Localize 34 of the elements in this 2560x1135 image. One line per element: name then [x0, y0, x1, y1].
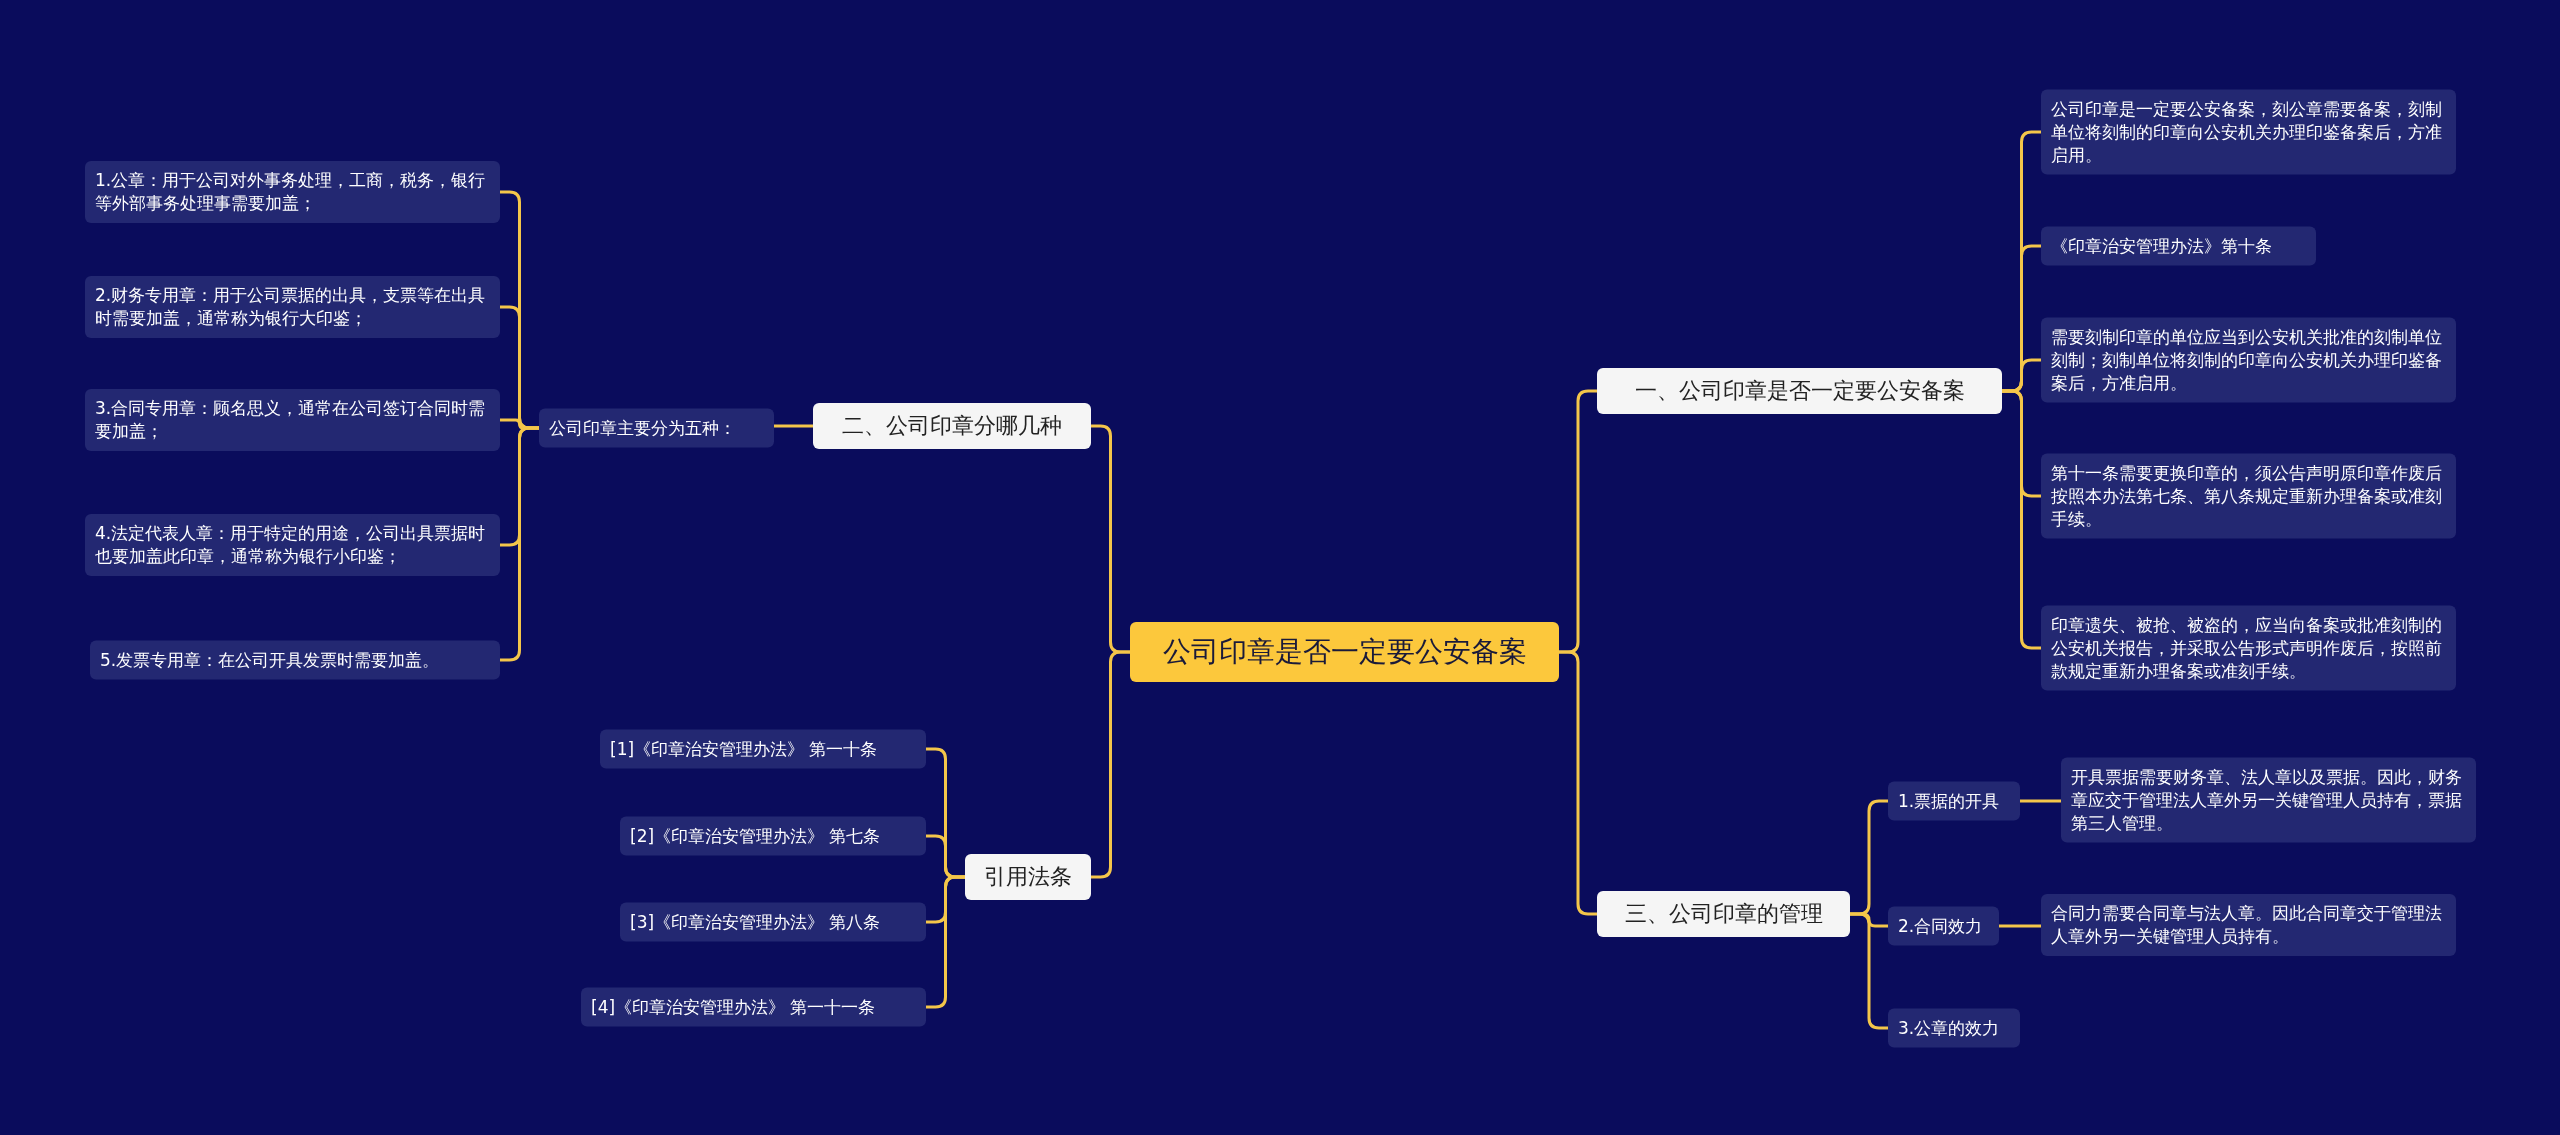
note-box: 3.合同专用章：顾名思义，通常在公司签订合同时需要加盖；: [85, 389, 500, 451]
connector-line: [500, 426, 539, 662]
note-box: 3.公章的效力: [1888, 1008, 2020, 1048]
note-box: 2.财务专用章：用于公司票据的出具，支票等在出具时需要加盖，通常称为银行大印鉴；: [85, 276, 500, 338]
connector-line: [1091, 650, 1130, 879]
connector-line: [2002, 389, 2041, 650]
topic-box: 二、公司印章分哪几种: [813, 403, 1091, 449]
note-box: 公司印章是一定要公安备案，刻公章需要备案，刻制单位将刻制的印章向公安机关办理印鉴备案后，方准启用。: [2041, 89, 2456, 175]
connector-line: [1559, 650, 1597, 916]
note-box: 公司印章主要分为五种：: [539, 408, 774, 448]
note-box: 合同力需要合同章与法人章。因此合同章交于管理法人章外另一关键管理人员持有。: [2041, 894, 2456, 956]
topic-box: 三、公司印章的管理: [1597, 891, 1850, 937]
note-box: 5.发票专用章：在公司开具发票时需要加盖。: [90, 640, 500, 680]
central-topic: 公司印章是否一定要公安备案: [1130, 622, 1559, 682]
connector-line: [1850, 912, 1888, 1030]
note-box: 4.法定代表人章：用于特定的用途，公司出具票据时也要加盖此印章，通常称为银行小印鉴；: [85, 514, 500, 576]
connector-line: [1999, 924, 2041, 928]
note-box: 印章遗失、被抢、被盗的，应当向备案或批准刻制的公安机关报告，并采取公告形式声明作废后，按照前款规定重新办理备案或准刻手续。: [2041, 605, 2456, 691]
topic-box: 一、公司印章是否一定要公安备案: [1597, 368, 2002, 414]
note-box: 1.票据的开具: [1888, 781, 2020, 821]
note-box: 2.合同效力: [1888, 906, 1999, 946]
note-box: 第十一条需要更换印章的，须公告声明原印章作废后按照本办法第七条、第八条规定重新办理备案或准刻手续。: [2041, 453, 2456, 539]
connector-line: [2020, 799, 2061, 803]
note-box: 开具票据需要财务章、法人章以及票据。因此，财务章应交于管理法人章外另一关键管理人员持有，票据第三人管理。: [2061, 757, 2476, 843]
note-box: 1.公章：用于公司对外事务处理，工商，税务，银行等外部事务处理事需要加盖；: [85, 161, 500, 223]
note-box: 《印章治安管理办法》第十条: [2041, 226, 2316, 266]
connector-line: [774, 424, 813, 428]
note-box: [3]《印章治安管理办法》 第八条: [620, 902, 926, 942]
note-box: 需要刻制印章的单位应当到公安机关批准的刻制单位刻制；刻制单位将刻制的印章向公安机关办理印鉴备案后，方准启用。: [2041, 317, 2456, 403]
note-box: [4]《印章治安管理办法》 第一十一条: [581, 987, 926, 1027]
connector-line: [926, 875, 965, 1009]
note-box: [1]《印章治安管理办法》 第一十条: [600, 729, 926, 769]
topic-box: 引用法条: [965, 854, 1091, 900]
note-box: [2]《印章治安管理办法》 第七条: [620, 816, 926, 856]
